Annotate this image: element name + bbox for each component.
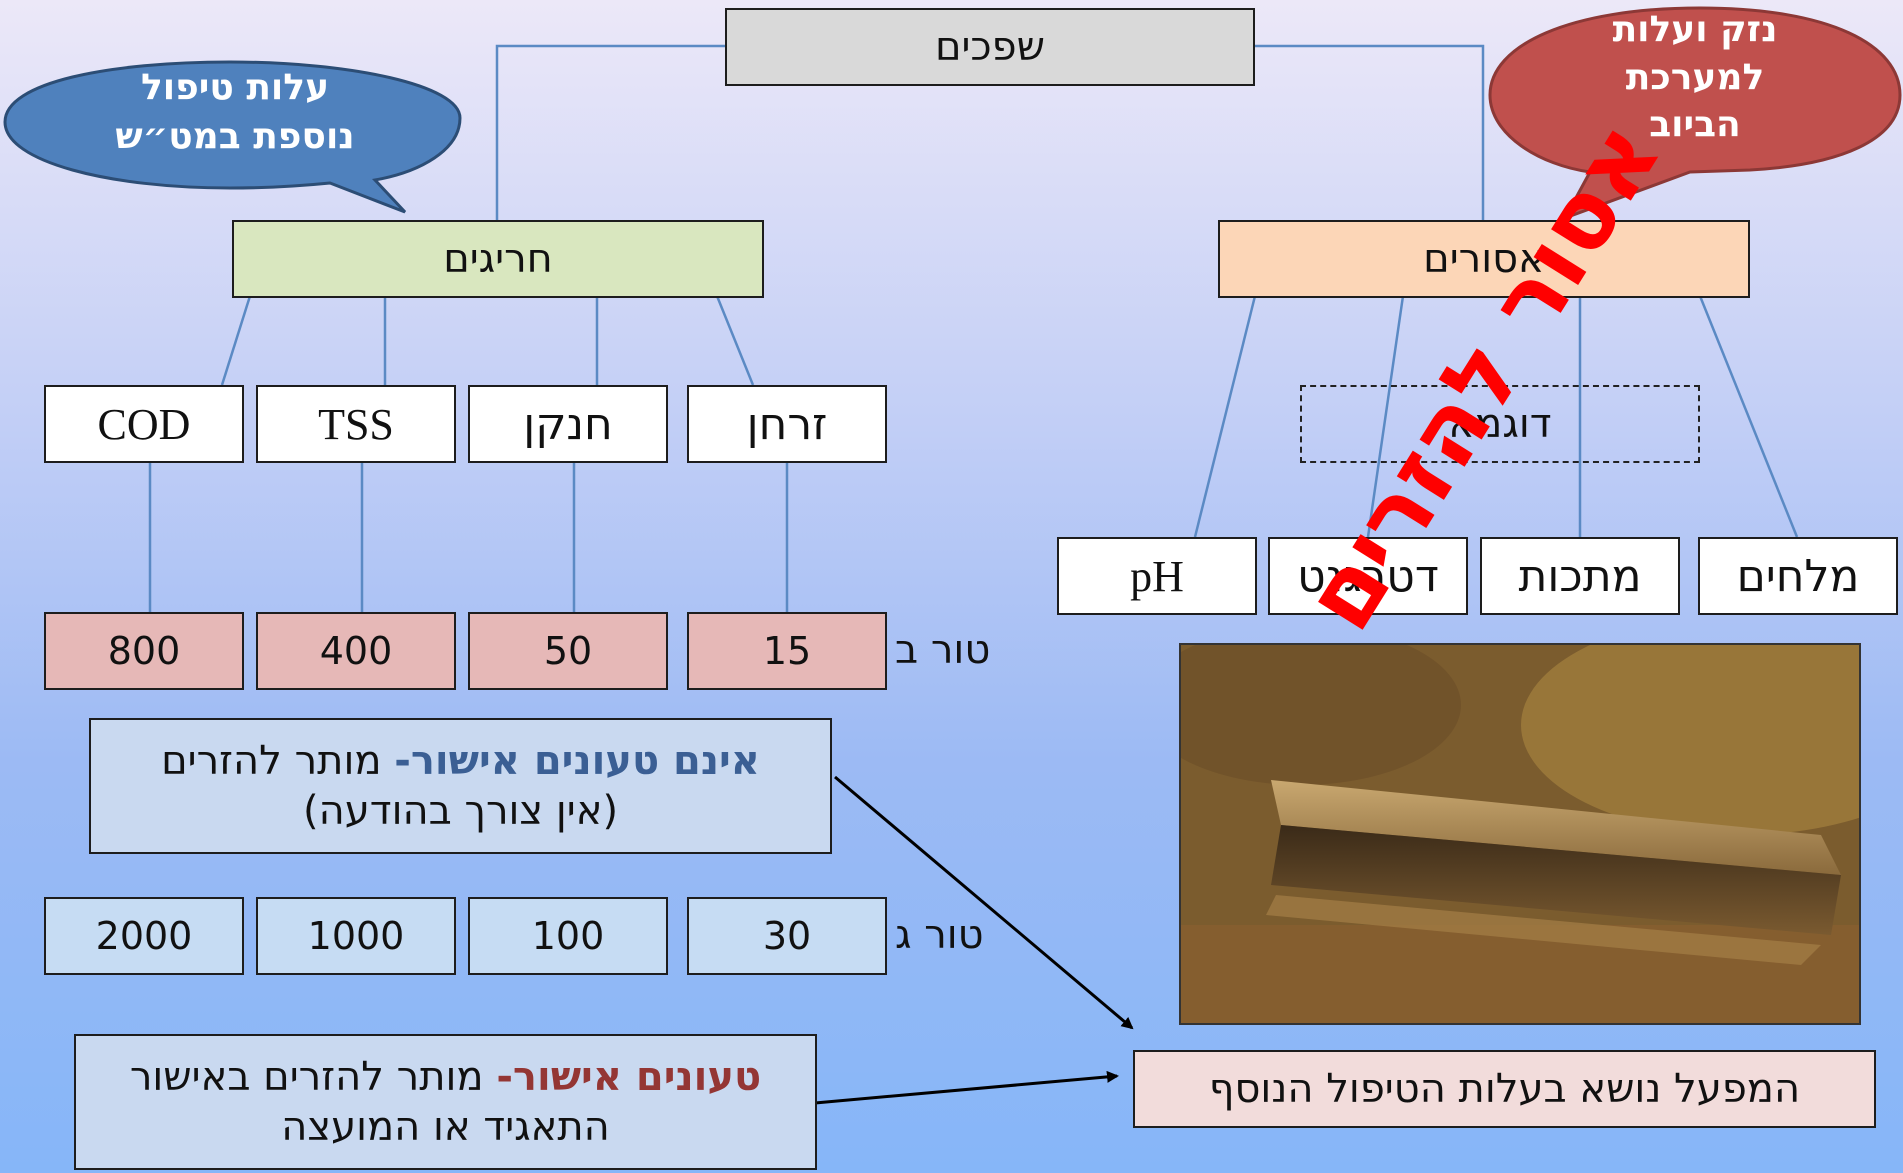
- item-salts: מלחים: [1698, 537, 1898, 615]
- param-tss: TSS: [256, 385, 456, 463]
- value-c-phosphorus: 30: [687, 897, 887, 975]
- note-approval-line-2: התאגיד או המועצה: [281, 1104, 610, 1150]
- blue-bubble-line-1: עלות טיפול: [140, 67, 330, 108]
- note-approval-emphasis: טעונים אישור-: [496, 1054, 762, 1100]
- forbidden-to-ph-line: [1193, 295, 1257, 538]
- deviant-to-phosphorus-line: [715, 295, 755, 386]
- value-c-tss: 1000: [256, 897, 456, 975]
- param-nitrogen: חנקן: [468, 385, 668, 463]
- note-approval-rest: מותר להזרים באישור: [129, 1054, 497, 1100]
- factory-cost-note: המפעל נושא בעלות הטיפול הנוסף: [1133, 1050, 1876, 1128]
- value-c-cod: 2000: [44, 897, 244, 975]
- red-speech-bubble: [1488, 6, 1902, 221]
- blue-bubble-line-2: נוספת במט״ש: [115, 115, 355, 157]
- item-detergent: דטרגנט: [1268, 537, 1468, 615]
- deviant-category-node: חריגים: [232, 220, 764, 298]
- example-dashed-box: דוגמא: [1300, 385, 1700, 463]
- item-ph: pH: [1057, 537, 1257, 615]
- red-bubble-line-2: למערכת: [1625, 56, 1765, 98]
- note-no-approval-line-1: אינם טעונים אישור- מותר להזרים: [161, 736, 760, 786]
- blue-bubble-text: עלות טיפול נוספת במט״ש: [80, 64, 390, 161]
- note-approval-line-1: טעונים אישור- מותר להזרים באישור: [130, 1052, 761, 1102]
- note-no-approval-rest: מותר להזרים: [161, 738, 395, 784]
- forbidden-to-detergent-line: [1366, 295, 1405, 538]
- note-no-approval: אינם טעונים אישור- מותר להזרים (אין צורך…: [89, 718, 832, 854]
- value-b-phosphorus: 15: [687, 612, 887, 690]
- note-approval-required: טעונים אישור- מותר להזרים באישור התאגיד …: [74, 1034, 817, 1170]
- note-no-approval-line-2: (אין צורך בהודעה): [302, 788, 619, 834]
- note-no-approval-emphasis: אינם טעונים אישור-: [394, 738, 760, 784]
- arrow-to-factory-note-2: [814, 1070, 1119, 1105]
- value-c-nitrogen: 100: [468, 897, 668, 975]
- item-metals: מתכות: [1480, 537, 1680, 615]
- value-b-cod: 800: [44, 612, 244, 690]
- forbidden-to-salts-line: [1698, 295, 1799, 538]
- value-b-tss: 400: [256, 612, 456, 690]
- corroded-pipe-photo: [1179, 643, 1861, 1025]
- root-to-forbidden-line: [1255, 44, 1485, 220]
- red-bubble-line-1: נזק ועלות: [1612, 9, 1778, 50]
- red-bubble-line-3: הביוב: [1649, 104, 1741, 146]
- param-phosphorus: זרחן: [687, 385, 887, 463]
- column-b-label: טור ב: [895, 627, 991, 673]
- column-c-label: טור ג: [895, 912, 984, 958]
- arrow-to-factory-note-1: [834, 775, 1134, 1030]
- root-node: שפכים: [725, 8, 1255, 86]
- value-b-nitrogen: 50: [468, 612, 668, 690]
- param-cod: COD: [44, 385, 244, 463]
- deviant-to-cod-line: [220, 295, 252, 386]
- root-to-deviant-line: [495, 44, 725, 220]
- forbidden-category-node: אסורים: [1218, 220, 1750, 298]
- red-bubble-text: נזק ועלות למערכת הביוב: [1545, 6, 1845, 149]
- blue-speech-bubble: [3, 60, 462, 214]
